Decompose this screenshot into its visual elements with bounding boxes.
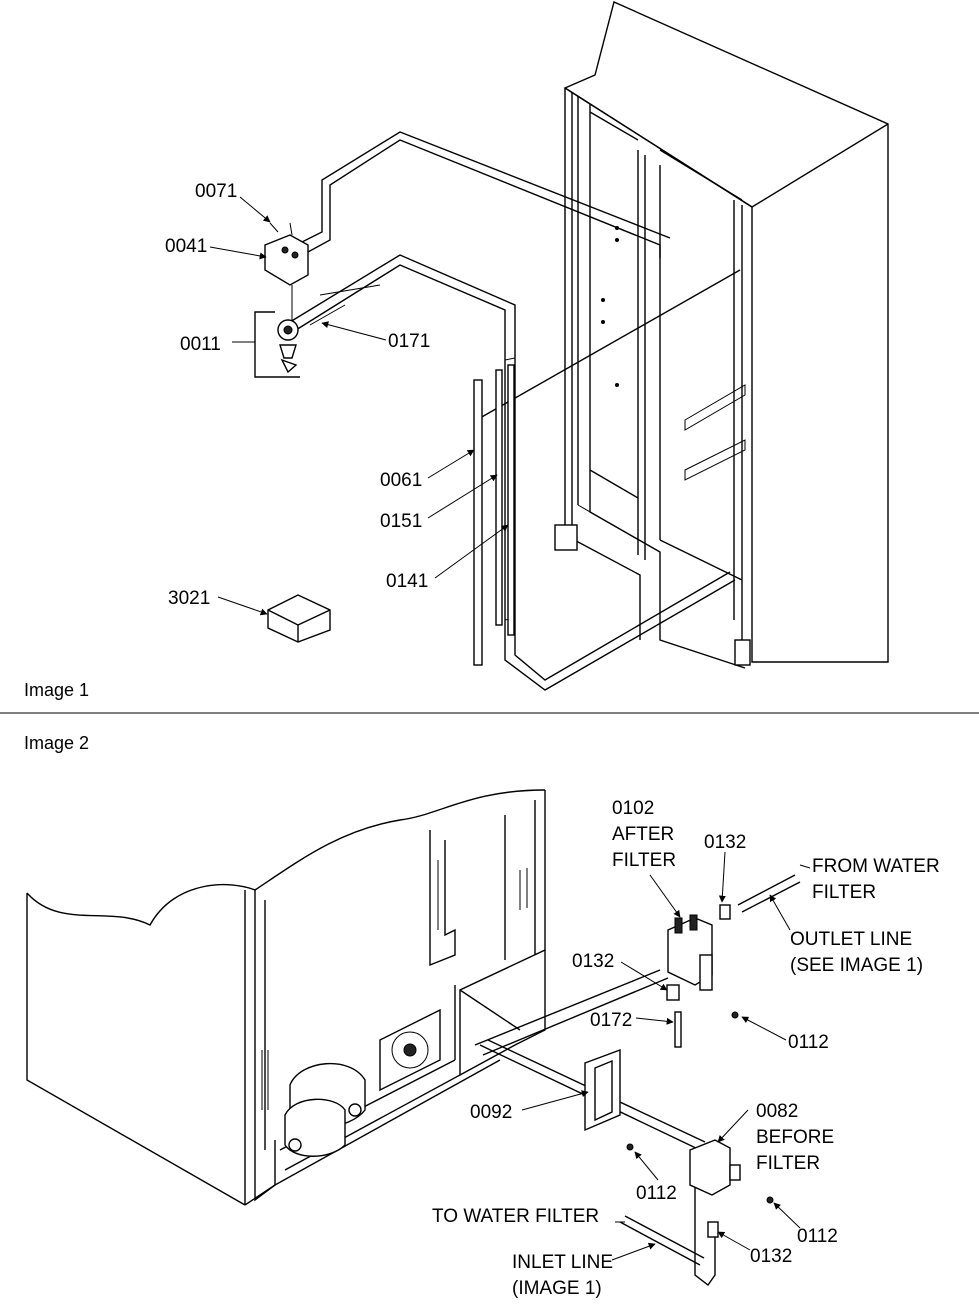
section-label-image-1: Image 1 (24, 680, 89, 700)
part-3021-box (267, 594, 331, 643)
label-from-water-filter-1: FROM WATER (812, 856, 940, 877)
image-2-section: Image 2 (24, 733, 940, 1299)
callout-0082: 0082 (756, 1101, 798, 1122)
valve-0082-before-filter (689, 1139, 774, 1238)
callout-0071: 0071 (195, 181, 237, 202)
image-2-leaders (521, 851, 811, 1261)
dispenser-assembly (264, 222, 381, 374)
callout-0132-mid: 0132 (572, 951, 614, 972)
image-1-section: 0071 0041 0011 0171 0061 0151 0141 3021 … (24, 1, 889, 700)
refrigerator-cabinet (554, 1, 889, 669)
water-line-routing (289, 131, 741, 691)
callout-0082-line1: BEFORE (756, 1127, 834, 1148)
image-1-leaders (209, 196, 509, 616)
callout-0102: 0102 (612, 798, 654, 819)
callout-0112-upper: 0112 (788, 1032, 829, 1053)
cabinet-lower-rear (26, 789, 546, 1206)
callout-0102-line1: AFTER (612, 824, 674, 845)
label-inlet-line-2: (IMAGE 1) (512, 1278, 602, 1299)
callout-0041: 0041 (165, 236, 207, 257)
callout-0102-line2: FILTER (612, 850, 676, 871)
callout-0132-top: 0132 (704, 832, 746, 853)
callout-0172: 0172 (590, 1010, 632, 1031)
fitting-0132 (666, 984, 680, 1001)
callout-0171: 0171 (388, 331, 430, 352)
callout-0151: 0151 (380, 511, 422, 532)
bracket-0092 (584, 1048, 621, 1132)
callout-0112-lower-left: 0112 (636, 1183, 677, 1204)
compressor-fan-area (284, 1008, 441, 1157)
label-outlet-line-2: (SEE IMAGE 1) (790, 955, 923, 976)
screw-0112 (731, 1011, 739, 1019)
label-inlet-line-1: INLET LINE (512, 1252, 613, 1273)
callout-0092: 0092 (470, 1102, 512, 1123)
callout-0112-lower-right: 0112 (797, 1226, 838, 1247)
pin-0172 (674, 1011, 682, 1048)
label-to-water-filter: TO WATER FILTER (432, 1206, 599, 1227)
label-from-water-filter-2: FILTER (812, 882, 876, 903)
screw-0112 (626, 1143, 634, 1151)
section-label-image-2: Image 2 (24, 733, 89, 753)
label-outlet-line-1: OUTLET LINE (790, 929, 912, 950)
valve-0102-after-filter (667, 904, 731, 991)
tube-segments (473, 364, 515, 666)
callout-0082-line2: FILTER (756, 1153, 820, 1174)
callout-0132-bottom: 0132 (750, 1246, 792, 1267)
callout-bracket-0011 (254, 311, 300, 378)
callout-0011: 0011 (180, 334, 221, 355)
callout-0141: 0141 (386, 571, 428, 592)
callout-3021: 3021 (168, 588, 210, 609)
callout-0061: 0061 (380, 470, 422, 491)
